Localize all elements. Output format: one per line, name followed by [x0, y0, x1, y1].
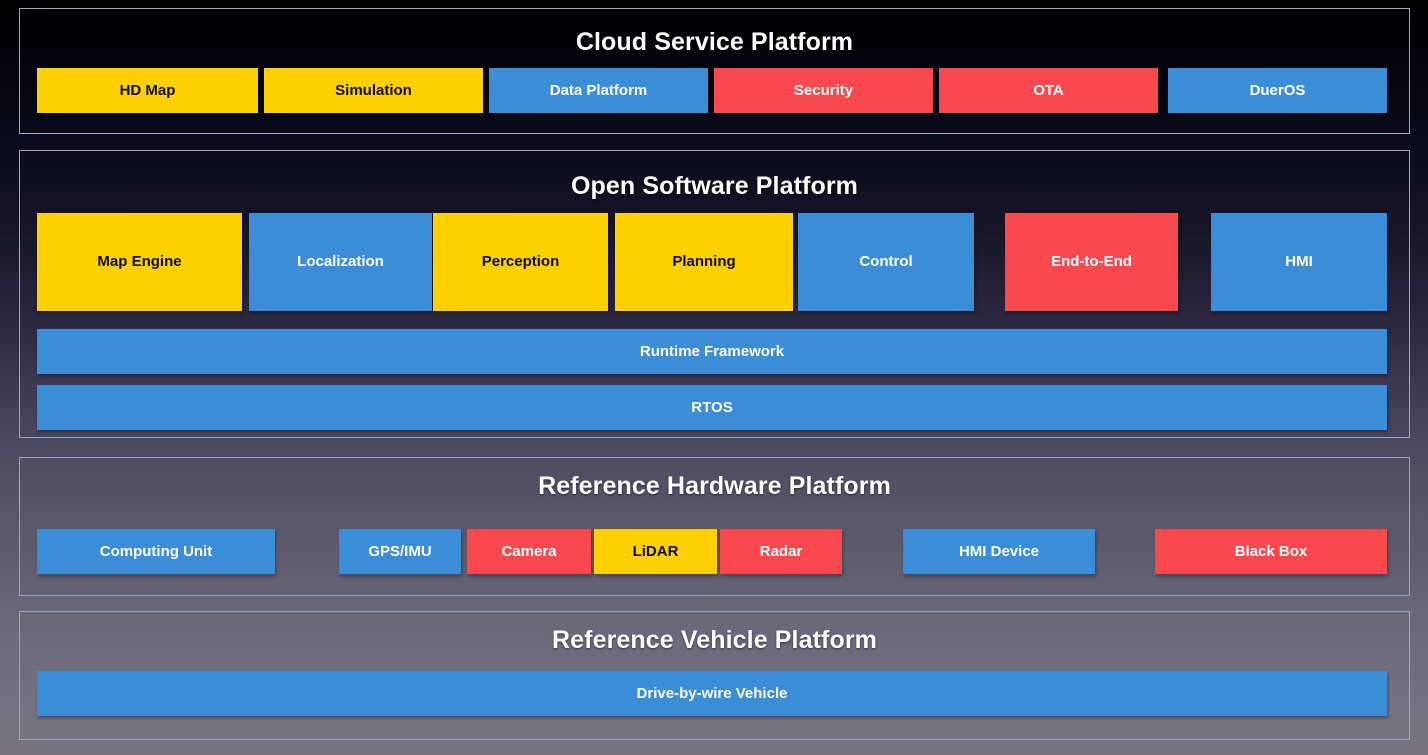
- software-module-map-engine[interactable]: Map Engine: [37, 213, 242, 311]
- hardware-box-computing-unit[interactable]: Computing Unit: [37, 529, 275, 574]
- hardware-box-black-box[interactable]: Black Box: [1155, 529, 1387, 574]
- hardware-box-lidar[interactable]: LiDAR: [594, 529, 717, 574]
- hardware-box-radar[interactable]: Radar: [720, 529, 842, 574]
- software-bar-runtime-framework[interactable]: Runtime Framework: [37, 329, 1387, 374]
- cloud-box-security[interactable]: Security: [714, 68, 933, 113]
- software-module-perception[interactable]: Perception: [433, 213, 608, 311]
- open-software-platform-panel: Open Software Platform Map Engine Locali…: [19, 150, 1410, 438]
- cloud-box-dueros[interactable]: DuerOS: [1168, 68, 1387, 113]
- software-module-planning[interactable]: Planning: [615, 213, 793, 311]
- cloud-service-platform-title: Cloud Service Platform: [575, 28, 854, 56]
- cloud-box-ota[interactable]: OTA: [939, 68, 1158, 113]
- software-bar-rtos[interactable]: RTOS: [37, 385, 1387, 430]
- hardware-box-camera[interactable]: Camera: [467, 529, 591, 574]
- cloud-box-simulation[interactable]: Simulation: [264, 68, 483, 113]
- hardware-box-hmi-device[interactable]: HMI Device: [903, 529, 1095, 574]
- cloud-box-data-platform[interactable]: Data Platform: [489, 68, 708, 113]
- cloud-service-platform-panel: Cloud Service Platform HD Map Simulation…: [19, 8, 1410, 134]
- hardware-box-gps-imu[interactable]: GPS/IMU: [339, 529, 461, 574]
- software-module-localization[interactable]: Localization: [249, 213, 432, 311]
- open-software-platform-title: Open Software Platform: [571, 172, 858, 200]
- software-module-hmi[interactable]: HMI: [1211, 213, 1387, 311]
- reference-vehicle-platform-panel: Reference Vehicle Platform Drive-by-wire…: [19, 611, 1410, 740]
- reference-vehicle-platform-title: Reference Vehicle Platform: [552, 626, 877, 654]
- reference-hardware-platform-panel: Reference Hardware Platform Computing Un…: [19, 457, 1410, 596]
- software-module-control[interactable]: Control: [798, 213, 974, 311]
- vehicle-box-drive-by-wire[interactable]: Drive-by-wire Vehicle: [37, 671, 1387, 716]
- reference-hardware-platform-title: Reference Hardware Platform: [538, 472, 891, 500]
- software-module-end-to-end[interactable]: End-to-End: [1005, 213, 1178, 311]
- cloud-box-hd-map[interactable]: HD Map: [37, 68, 258, 113]
